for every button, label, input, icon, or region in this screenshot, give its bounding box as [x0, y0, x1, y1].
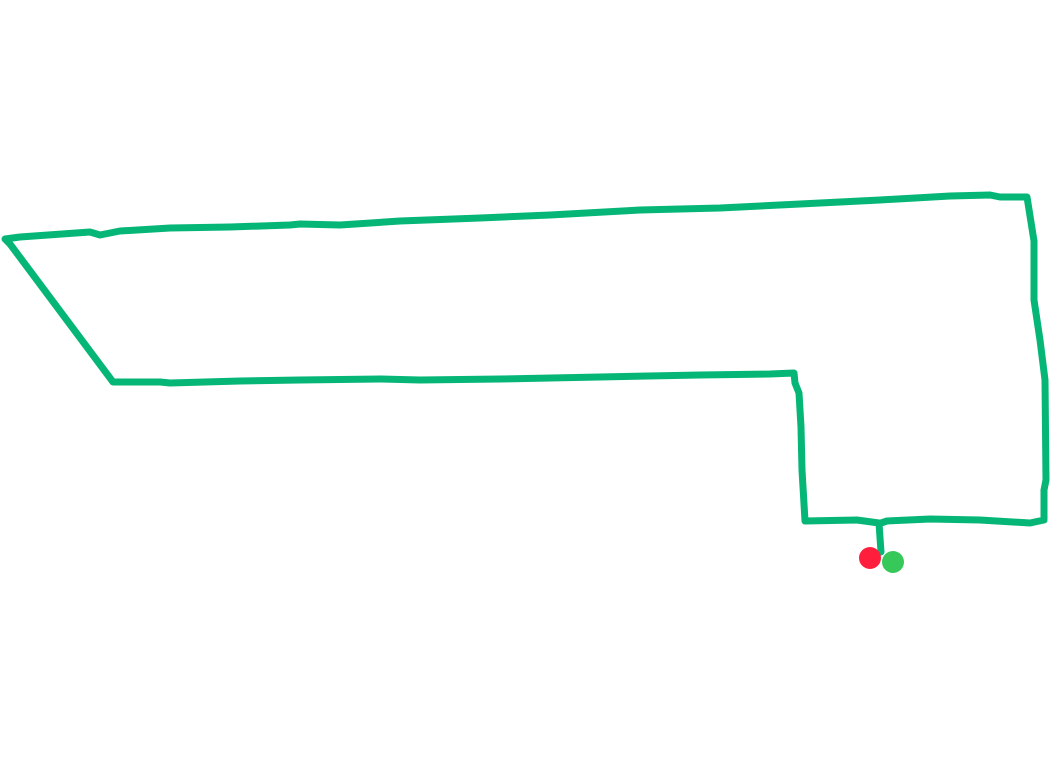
start-marker-icon	[882, 551, 904, 573]
end-marker-icon	[859, 547, 881, 569]
route-path	[1, 191, 1050, 556]
